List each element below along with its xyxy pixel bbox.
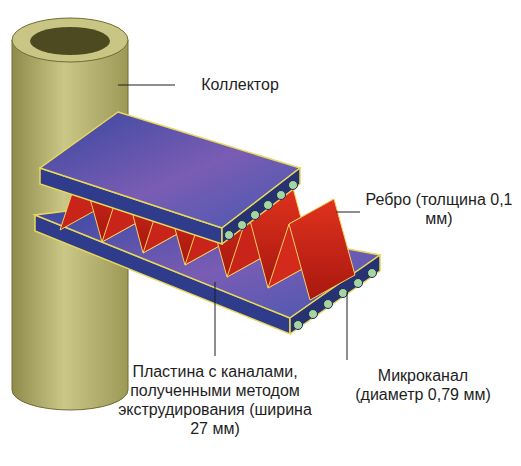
microchannel [339,289,348,298]
fin-face [289,199,355,300]
microchannel [277,191,286,200]
leader-line [347,292,348,360]
microchannel [309,310,318,319]
leader-line [336,212,360,213]
microchannel [289,181,298,190]
microchannel [238,221,247,230]
plate-end [222,168,300,244]
part-label: Пластина с каналами, полученными методом… [115,362,315,438]
microchannel [225,231,234,240]
microchannel [324,300,333,309]
part-label: Микроканал (диаметр 0,79 мм) [348,366,498,404]
microchannel [264,201,273,210]
microchannel [251,211,260,220]
microchannel [368,269,377,278]
leader-line [118,85,175,86]
collector-top [12,18,128,62]
part-label: Коллектор [180,75,300,94]
microchannel [294,321,303,330]
microchannels [225,181,298,240]
microchannel [354,279,363,288]
leader-lines [118,85,360,360]
collector-hole [30,27,110,55]
leader-line [215,282,216,356]
part-label: Ребро (толщина 0,1 мм) [364,190,514,228]
